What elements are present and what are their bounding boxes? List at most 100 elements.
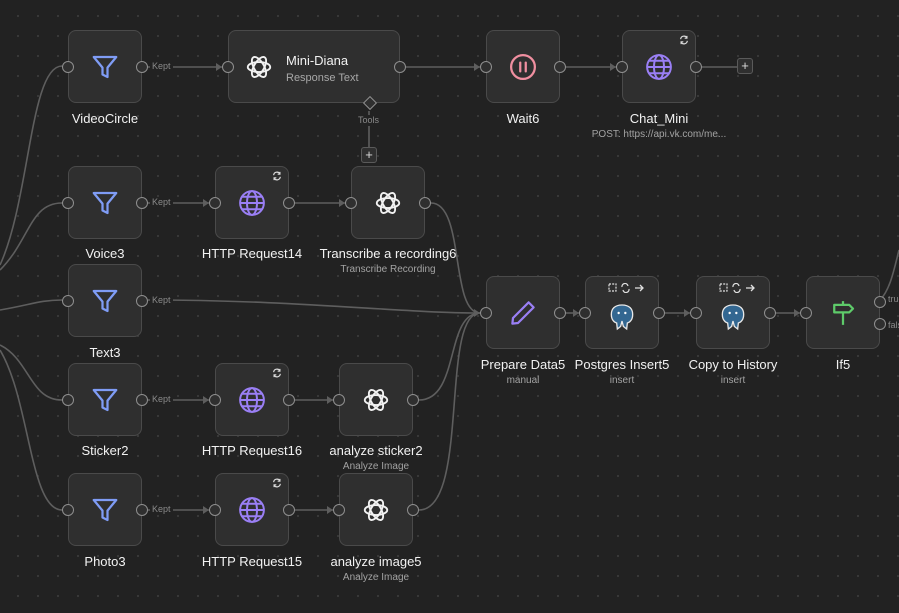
edge-label-kept: Kept	[150, 295, 173, 306]
input-port[interactable]	[690, 306, 702, 319]
node-wait6[interactable]	[480, 30, 566, 103]
node-label: Transcribe a recording6	[319, 246, 457, 261]
signpost-icon	[833, 300, 855, 325]
input-port[interactable]	[800, 306, 812, 319]
node-subtitle: Analyze Image	[342, 572, 410, 583]
node-badges-icon	[608, 283, 644, 293]
input-port[interactable]	[222, 60, 234, 73]
node-subtitle: Response Text	[286, 72, 359, 84]
node-label: If5	[835, 357, 851, 372]
input-port[interactable]	[209, 503, 221, 516]
edge-label-true: true	[886, 294, 899, 305]
output-port[interactable]	[554, 60, 566, 73]
input-port[interactable]	[616, 60, 628, 73]
filter-icon	[92, 498, 118, 521]
output-port[interactable]	[554, 306, 566, 319]
node-subtitle: insert	[720, 375, 746, 386]
output-port[interactable]	[136, 503, 148, 516]
output-port[interactable]	[283, 503, 295, 516]
node-label: analyze image5	[330, 554, 422, 569]
output-port[interactable]	[136, 294, 148, 307]
node-transcribe-recording6[interactable]	[345, 166, 431, 239]
pencil-icon	[511, 300, 535, 325]
node-title: Mini-Diana	[286, 53, 349, 68]
edge-transcribe6-prepare5	[430, 202, 481, 314]
input-port[interactable]	[579, 306, 591, 319]
output-port[interactable]	[136, 60, 148, 73]
arrowhead	[474, 63, 480, 71]
output-port[interactable]	[394, 60, 406, 73]
node-mini-diana[interactable]: Mini-Diana Response Text	[222, 30, 406, 111]
input-port[interactable]	[333, 503, 345, 516]
input-port[interactable]	[62, 60, 74, 73]
postgres-icon	[610, 304, 634, 331]
node-label: Voice3	[85, 246, 125, 261]
node-http-request14[interactable]	[209, 166, 295, 239]
input-port[interactable]	[209, 393, 221, 406]
output-port[interactable]	[653, 306, 665, 319]
input-port[interactable]	[62, 503, 74, 516]
output-port[interactable]	[136, 196, 148, 209]
node-label: Wait6	[506, 111, 540, 126]
node-photo3[interactable]	[62, 473, 148, 546]
pause-icon	[510, 53, 536, 80]
input-port[interactable]	[480, 60, 492, 73]
node-postgres-insert5[interactable]	[579, 276, 665, 349]
node-analyze-image5[interactable]	[333, 473, 419, 546]
node-analyze-sticker2[interactable]	[333, 363, 419, 436]
input-port[interactable]	[333, 393, 345, 406]
edge-entry-text3	[0, 299, 63, 311]
output-port[interactable]	[690, 60, 702, 73]
arrowhead	[794, 309, 800, 317]
node-subtitle: Analyze Image	[342, 461, 410, 472]
arrowhead	[203, 506, 209, 514]
node-voice3[interactable]	[62, 166, 148, 239]
node-http-request15[interactable]	[209, 473, 295, 546]
filter-icon	[92, 388, 118, 411]
output-port[interactable]	[407, 393, 419, 406]
output-port[interactable]	[136, 393, 148, 406]
false-output-port[interactable]	[874, 317, 886, 330]
output-port[interactable]	[419, 196, 431, 209]
node-chat-mini[interactable]	[616, 30, 702, 103]
node-sticker2[interactable]	[62, 363, 148, 436]
output-port[interactable]	[283, 393, 295, 406]
node-text3[interactable]	[62, 264, 148, 337]
input-port[interactable]	[62, 393, 74, 406]
edge-label-false: false	[886, 320, 899, 331]
node-badges-icon	[719, 283, 755, 293]
arrowhead	[327, 506, 333, 514]
globe-icon	[239, 386, 265, 413]
output-port[interactable]	[764, 306, 776, 319]
input-port[interactable]	[209, 196, 221, 209]
node-label: Prepare Data5	[480, 357, 566, 372]
node-copy-to-history[interactable]	[690, 276, 776, 349]
node-videocircle[interactable]	[62, 30, 148, 103]
true-output-port[interactable]	[874, 295, 886, 308]
node-label: analyze sticker2	[329, 443, 423, 458]
edge-label-tools: Tools	[356, 115, 382, 126]
openai-icon	[246, 55, 272, 78]
openai-icon	[363, 388, 389, 411]
node-http-request16[interactable]	[209, 363, 295, 436]
node-subtitle: POST: https://api.vk.com/me...	[591, 129, 727, 140]
refresh-icon	[273, 171, 281, 181]
edge-entry-voice3	[0, 202, 63, 271]
arrowhead	[573, 309, 579, 317]
node-label: Sticker2	[81, 443, 129, 458]
openai-icon	[375, 191, 401, 214]
input-port[interactable]	[62, 294, 74, 307]
edge-label-kept: Kept	[150, 504, 173, 515]
add-tool-button[interactable]: +	[361, 147, 377, 163]
node-if5[interactable]	[800, 276, 886, 349]
input-port[interactable]	[62, 196, 74, 209]
output-port[interactable]	[283, 196, 295, 209]
input-port[interactable]	[345, 196, 357, 209]
node-prepare-data5[interactable]	[480, 276, 566, 349]
refresh-icon	[273, 478, 281, 488]
input-port[interactable]	[480, 306, 492, 319]
add-node-button[interactable]: +	[737, 58, 753, 74]
edge-if5-true-offscreen	[879, 249, 899, 301]
output-port[interactable]	[407, 503, 419, 516]
